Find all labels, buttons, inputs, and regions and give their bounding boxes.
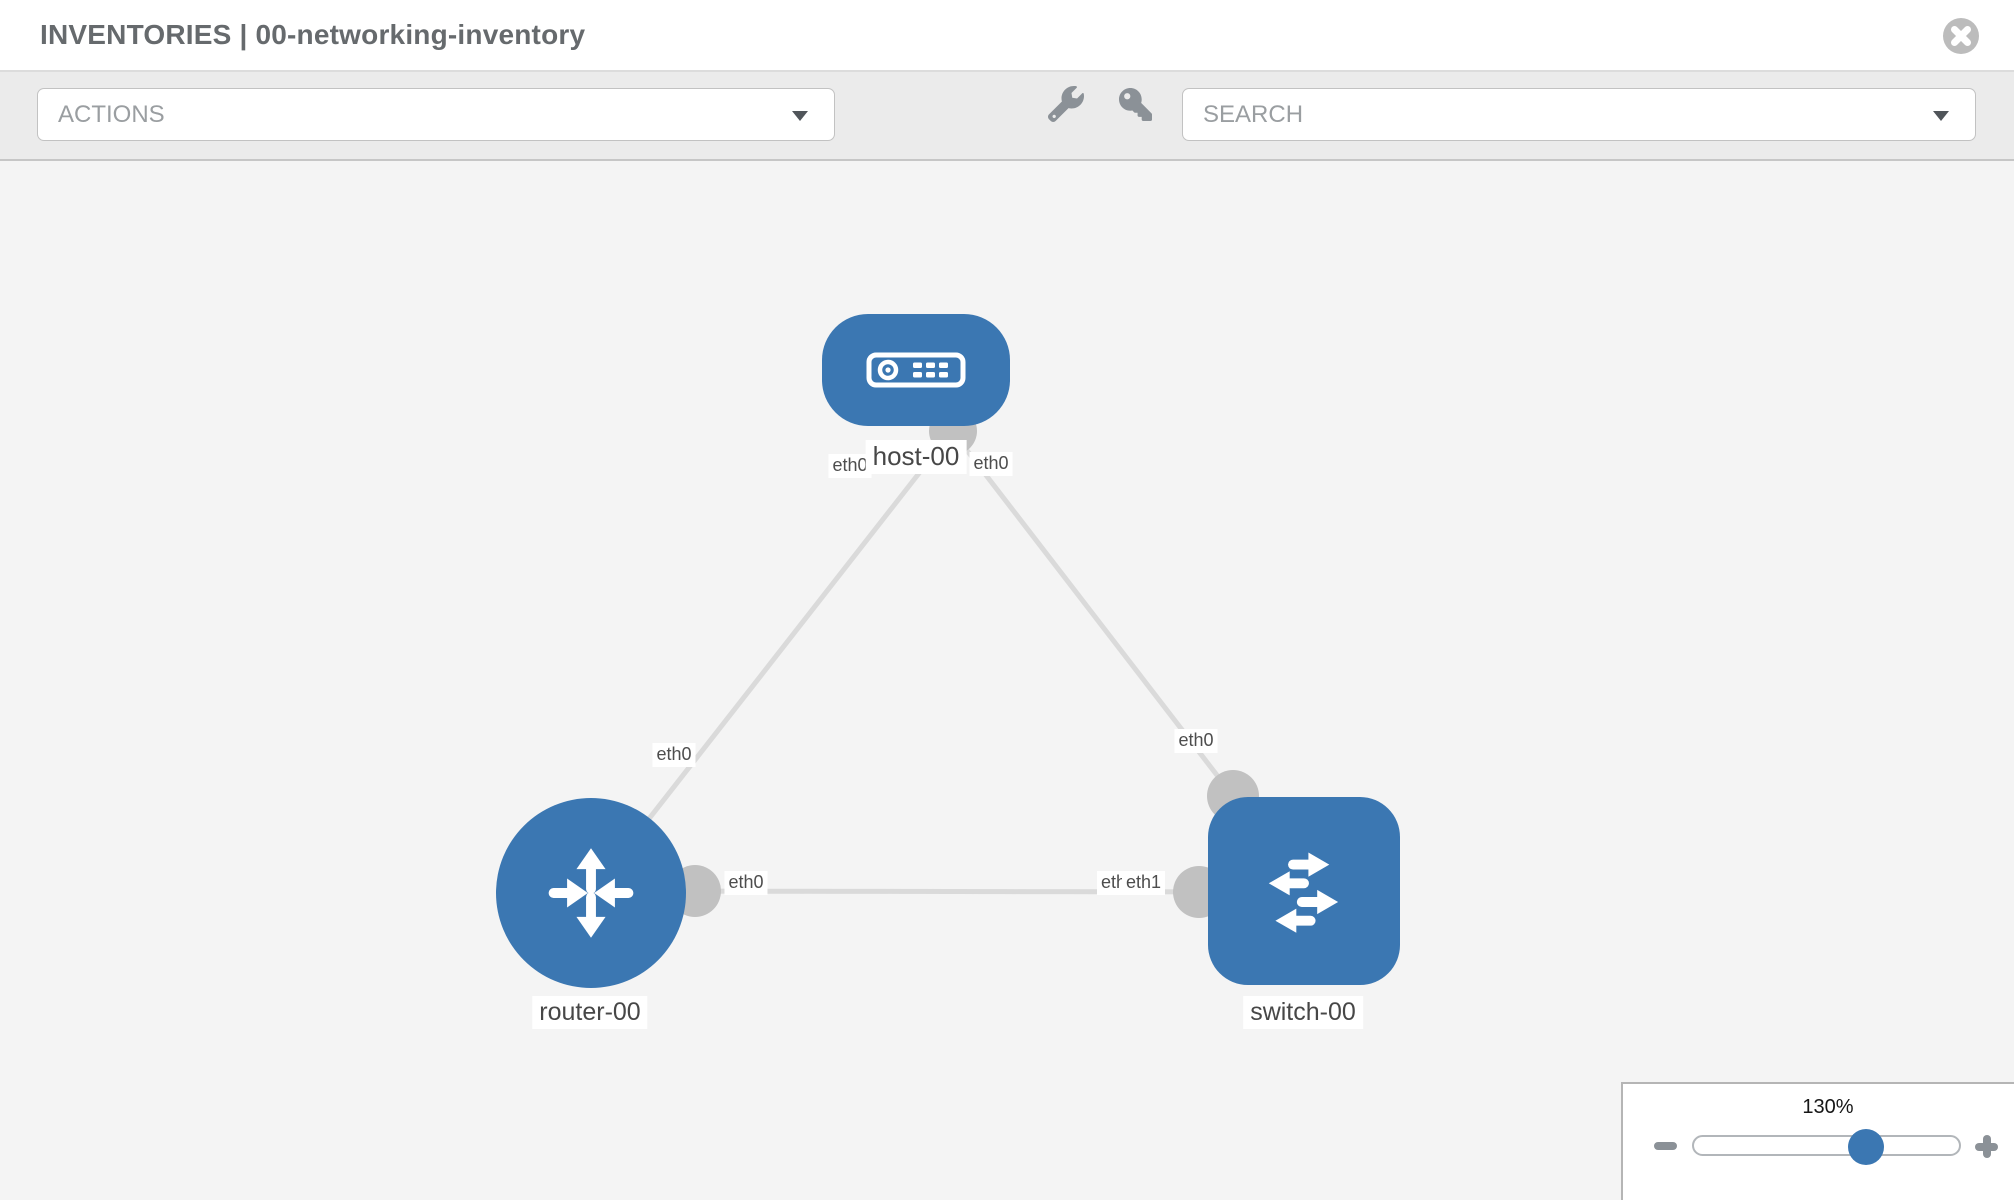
- router-icon: [548, 848, 634, 938]
- zoom-level-value: 130%: [1802, 1096, 1854, 1118]
- node-switch-00[interactable]: [1208, 797, 1400, 985]
- interface-label-host-eth0-right: eth0: [969, 452, 1013, 476]
- search-dropdown-label: SEARCH: [1203, 100, 1304, 128]
- node-host-00[interactable]: [822, 314, 1010, 426]
- link-host-router[interactable]: [589, 429, 954, 895]
- close-icon: [1943, 18, 1979, 54]
- zoom-panel: 130%: [1621, 1082, 2014, 1200]
- actions-dropdown[interactable]: ACTIONS: [37, 88, 835, 141]
- actions-dropdown-label: ACTIONS: [58, 100, 165, 128]
- interface-label-router-link-eth0: eth0: [652, 743, 696, 767]
- topology-canvas[interactable]: eth0 eth0 eth0 eth0 eth0 eth1 eth1 host-…: [0, 161, 2014, 1200]
- zoom-out-button[interactable]: [1654, 1142, 1677, 1150]
- node-label-host-00: host-00: [865, 440, 967, 474]
- chevron-down-icon: [792, 110, 808, 121]
- page-title: INVENTORIES | 00-networking-inventory: [40, 19, 586, 50]
- wrench-icon: [1048, 85, 1084, 122]
- interface-label-switch-link-eth0: eth0: [1174, 729, 1218, 753]
- close-button[interactable]: [1942, 17, 1980, 55]
- switch-icon: [1268, 852, 1339, 933]
- wrench-button[interactable]: [1048, 85, 1084, 122]
- interface-label-router-eth0: eth0: [724, 871, 768, 895]
- window-header: INVENTORIES | 00-networking-inventory: [0, 0, 2014, 72]
- node-label-router-00: router-00: [532, 996, 648, 1029]
- interface-label-host-eth0-left: eth0: [828, 454, 872, 478]
- toolbar: ACTIONS SEARCH: [0, 72, 2014, 161]
- interface-label-switch-eth1: eth1: [1122, 871, 1166, 895]
- node-router-00[interactable]: [496, 798, 686, 988]
- host-icon: [866, 352, 966, 388]
- zoom-in-button[interactable]: [1975, 1135, 1998, 1158]
- key-icon: [1119, 88, 1152, 121]
- chevron-down-icon: [1933, 110, 1949, 121]
- zoom-slider-track[interactable]: [1692, 1135, 1961, 1156]
- node-label-switch-00: switch-00: [1243, 996, 1363, 1029]
- key-button[interactable]: [1119, 88, 1152, 121]
- zoom-slider-handle[interactable]: [1848, 1129, 1884, 1165]
- search-dropdown[interactable]: SEARCH: [1182, 88, 1976, 141]
